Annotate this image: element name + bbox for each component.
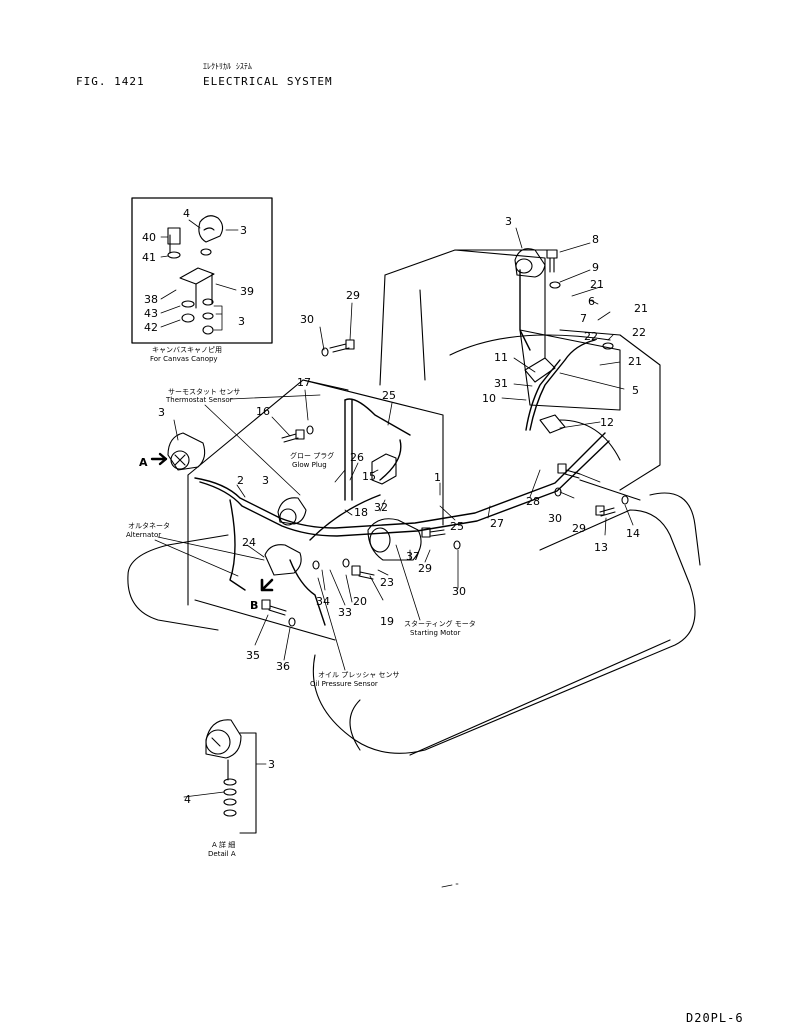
part-label-27: 27 (490, 517, 504, 530)
part-label-34: 34 (316, 595, 330, 608)
washers (288, 281, 629, 627)
part-label-21: 21 (590, 278, 604, 291)
oil-pressure-caption: Oil Pressure Sensor (310, 680, 378, 688)
starting-motor-caption: Starting Motor (410, 629, 461, 637)
part-label-26: 26 (350, 451, 364, 464)
oil-pressure-caption-jp: オイル プレッシャ センサ (318, 671, 400, 679)
view-b-arrow (260, 578, 274, 592)
part-label-8: 8 (592, 233, 599, 246)
part-label-35: 35 (246, 649, 260, 662)
part-label-6: 6 (588, 295, 595, 308)
leader-lines (154, 219, 634, 798)
part-label-3: 3 (240, 224, 247, 237)
figure-number: FIG. 1421 (76, 75, 145, 88)
view-b-callout: B (250, 599, 258, 612)
part-label-30: 30 (452, 585, 466, 598)
part-label-29: 29 (418, 562, 432, 575)
bolts (169, 234, 616, 616)
part-label-28: 28 (526, 495, 540, 508)
page-code: D20PL-6 (686, 1011, 744, 1025)
part-label-9: 9 (592, 261, 599, 274)
part-label-21: 21 (634, 302, 648, 315)
part-label-3: 3 (268, 758, 275, 771)
part-label-3: 3 (238, 315, 245, 328)
part-label-24: 24 (242, 536, 256, 549)
glow-plug-caption: Glow Plug (292, 461, 327, 469)
canopy-caption: For Canvas Canopy (150, 355, 218, 363)
work-lamp-front (167, 432, 206, 471)
part-label-23: 23 (380, 576, 394, 589)
part-label-25: 25 (450, 520, 464, 533)
part-label-5: 5 (632, 384, 639, 397)
view-a-arrow (150, 452, 168, 466)
detail-a-caption: Detail A (208, 850, 236, 858)
work-lamp-engine (277, 497, 307, 526)
wiring-harness (194, 269, 610, 626)
part-label-40: 40 (142, 231, 156, 244)
part-label-4: 4 (184, 793, 191, 806)
starting-motor (367, 518, 422, 561)
work-lamp-rear (514, 248, 546, 278)
alternator-caption: Alternator (126, 531, 162, 539)
part-label-3: 3 (505, 215, 512, 228)
part-label-36: 36 (276, 660, 290, 673)
part-label-22: 22 (584, 330, 598, 343)
part-label-32: 32 (374, 501, 388, 514)
part-label-3: 3 (262, 474, 269, 487)
thermostat-caption-jp: サーモスタット センサ (168, 388, 241, 396)
part-label-42: 42 (144, 321, 158, 334)
part-label-39: 39 (240, 285, 254, 298)
part-label-20: 20 (353, 595, 367, 608)
part-label-7: 7 (580, 312, 587, 325)
crawler-track-right (312, 492, 701, 756)
part-number-labels: 40 41 4 3 39 38 43 42 3 3 8 9 21 6 21 7 … (142, 207, 648, 806)
detail-a-caption-jp: A 詳 細 (212, 841, 236, 849)
part-label-43: 43 (144, 307, 158, 320)
part-label-17: 17 (297, 376, 311, 389)
part-label-25: 25 (382, 389, 396, 402)
alternator-caption-jp: オルタネータ (128, 522, 170, 530)
part-label-33: 33 (338, 606, 352, 619)
part-label-37: 37 (406, 550, 420, 563)
part-label-14: 14 (626, 527, 640, 540)
canopy-inset-frame (131, 197, 273, 344)
page-title: ELECTRICAL SYSTEM (203, 75, 333, 88)
thermostat-caption: Thermostat Sensor (166, 396, 233, 404)
view-a-callout: A (139, 456, 148, 469)
part-label-16: 16 (256, 405, 270, 418)
part-label-30: 30 (300, 313, 314, 326)
glow-plug-relay (371, 453, 397, 485)
part-label-4: 4 (183, 207, 190, 220)
part-label-30: 30 (548, 512, 562, 525)
crawler-track-left (127, 534, 336, 641)
starting-motor-caption-jp: スターティング モータ (404, 620, 476, 628)
part-label-12: 12 (600, 416, 614, 429)
part-label-22: 22 (632, 326, 646, 339)
part-label-15: 15 (362, 470, 376, 483)
canopy-caption-jp: キャンバスキャノピ用 (152, 346, 222, 354)
part-label-29: 29 (346, 289, 360, 302)
part-label-10: 10 (482, 392, 496, 405)
part-label-31: 31 (494, 377, 508, 390)
part-label-1: 1 (434, 471, 441, 484)
part-label-18: 18 (354, 506, 368, 519)
part-label-3: 3 (158, 406, 165, 419)
part-label-2: 2 (237, 474, 244, 487)
part-label-11: 11 (494, 351, 508, 364)
part-label-19: 19 (380, 615, 394, 628)
alternator (264, 544, 302, 576)
part-label-13: 13 (594, 541, 608, 554)
glow-plug-caption-jp: グロー プラグ (290, 452, 335, 460)
part-label-29: 29 (572, 522, 586, 535)
detail-a-beacon-lamp (205, 719, 257, 834)
inset-beacon-lamp (167, 215, 224, 335)
title-japanese: ｴﾚｸﾄﾘｶﾙ ｼｽﾃﾑ (203, 62, 252, 71)
part-label-41: 41 (142, 251, 156, 264)
part-label-38: 38 (144, 293, 158, 306)
part-label-21: 21 (628, 355, 642, 368)
